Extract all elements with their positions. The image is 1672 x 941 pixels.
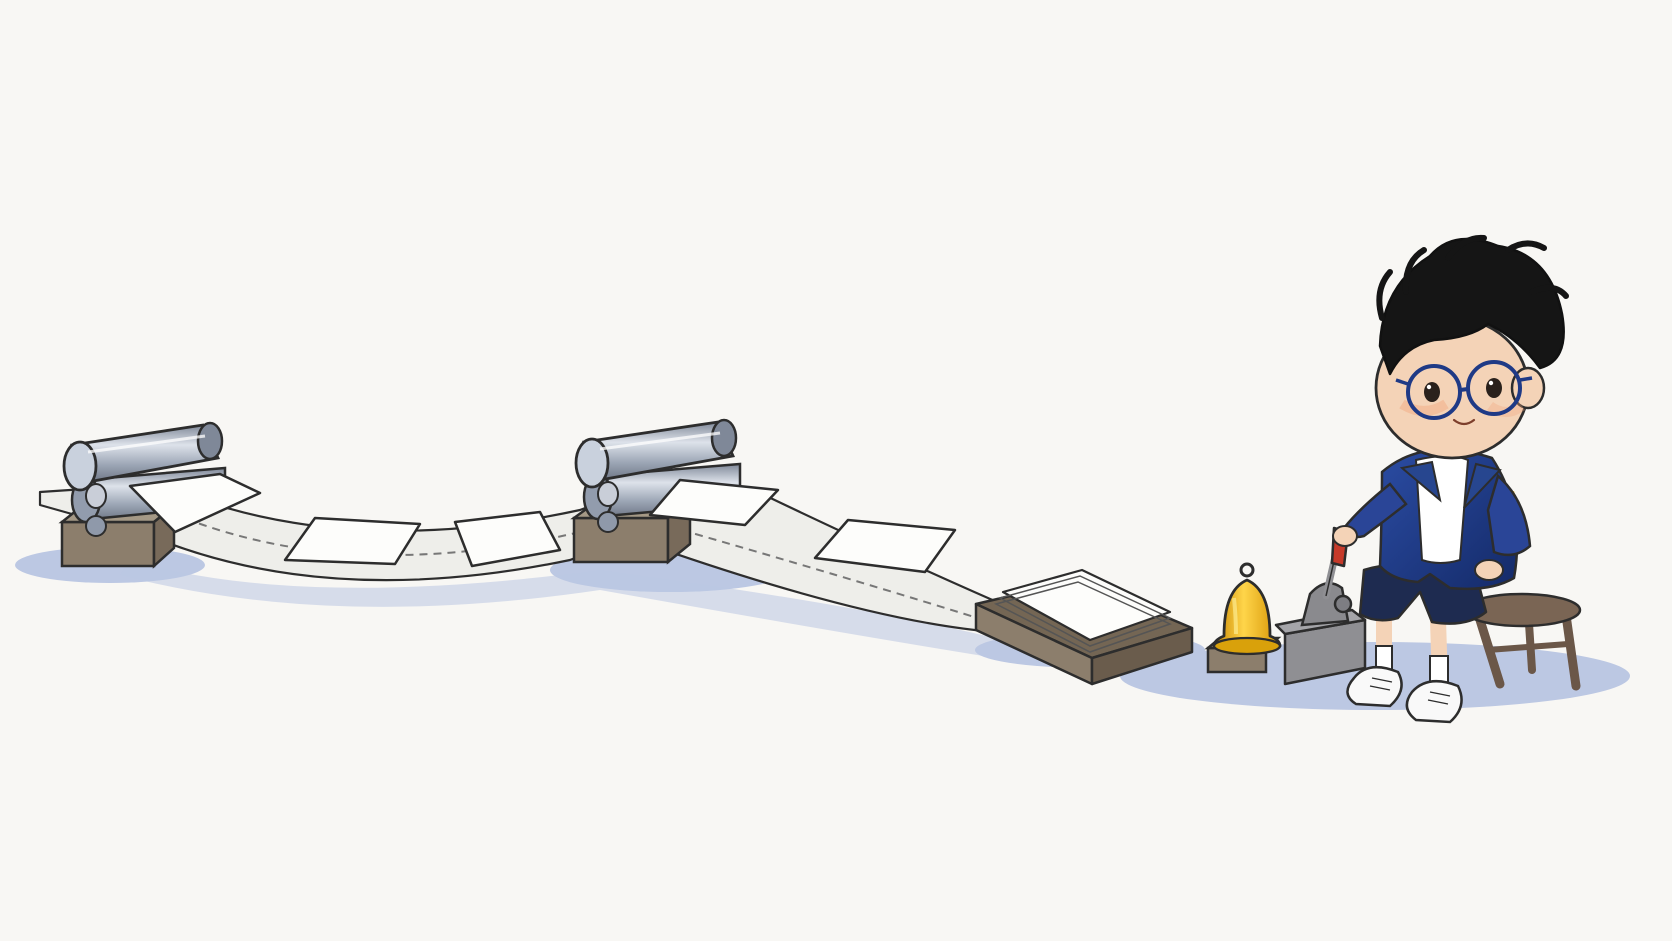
stool xyxy=(1462,592,1582,691)
child-figure: A xyxy=(1332,234,1569,724)
lever-icon xyxy=(1274,526,1367,686)
paper-sheet-1 xyxy=(128,472,262,534)
paper-sheet-4 xyxy=(648,478,780,527)
paper-sheet-3 xyxy=(453,510,562,568)
paper-sheet-2 xyxy=(283,516,422,566)
output-tray xyxy=(974,568,1194,686)
paper-sheets xyxy=(128,472,957,574)
paper-sheet-5 xyxy=(813,518,957,574)
bell-icon xyxy=(1204,562,1282,674)
